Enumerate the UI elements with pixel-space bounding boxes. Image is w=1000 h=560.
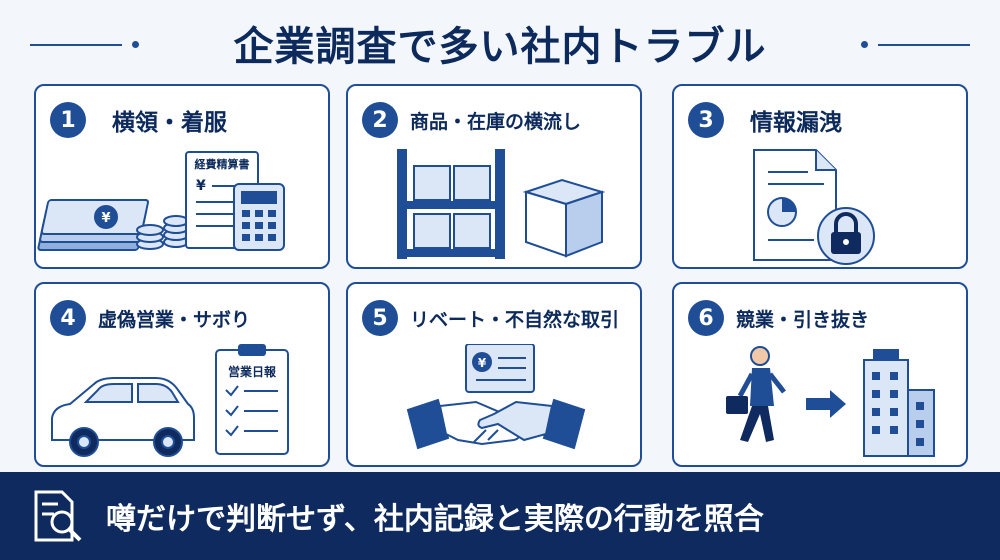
card-number-badge: 3 (688, 102, 724, 138)
car-report-illustration: 営業日報 (51, 344, 289, 457)
card-title: 虚偽営業・サボり (98, 308, 251, 331)
svg-text:¥: ¥ (196, 178, 206, 194)
title-rule-right (878, 44, 970, 46)
card-number-badge: 4 (50, 300, 86, 336)
cardboard-box-icon (522, 178, 606, 258)
title-dot-right (861, 41, 868, 48)
arrow-right-icon (806, 390, 846, 418)
card-header: 4 虚偽営業・サボり (50, 298, 250, 338)
card-false-sales: 4 虚偽営業・サボり 営業日報 (34, 282, 330, 467)
document-icon (753, 149, 837, 261)
title-rule-left (30, 44, 122, 46)
warehouse-illustration (397, 149, 606, 259)
card-number-badge: 2 (362, 102, 398, 138)
banner-message: 噂だけで判断せず、社内記録と実際の行動を照合 (106, 502, 764, 537)
calculator-icon (233, 183, 285, 251)
handshake-illustration: ¥ (406, 344, 586, 450)
card-title: 競業・引き抜き (736, 308, 870, 331)
card-header: 2 商品・在庫の横流し (362, 100, 581, 140)
money-expense-illustration: ¥ 経費精算書 ¥ (37, 151, 285, 251)
svg-text:経費精算書: 経費精算書 (195, 157, 250, 171)
card-title: 情報漏洩 (750, 110, 842, 136)
coin-stack-icon (136, 215, 189, 250)
bottom-banner: 噂だけで判断せず、社内記録と実際の行動を照合 (0, 472, 1000, 560)
card-rebate: 5 リベート・不自然な取引 ¥ (346, 282, 642, 467)
office-building-icon (863, 349, 935, 457)
card-title: 商品・在庫の横流し (410, 110, 582, 133)
document-lock-illustration (753, 149, 875, 265)
page-title: 企業調査で多い社内トラブル (233, 24, 767, 70)
handshake-icon (406, 398, 586, 450)
card-inventory-diversion: 2 商品・在庫の横流し (346, 84, 642, 269)
card-embezzlement: 1 横領・着服 ¥ 経費精算書 ¥ (34, 84, 330, 269)
card-title: リベート・不自然な取引 (410, 308, 620, 331)
walking-businessman-icon (726, 346, 786, 442)
svg-text:営業日報: 営業日報 (228, 364, 277, 379)
svg-text:¥: ¥ (101, 211, 110, 226)
document-search-icon (34, 490, 82, 542)
title-row: 企業調査で多い社内トラブル (0, 0, 1000, 86)
card-number-badge: 1 (50, 102, 86, 138)
title-dot-left (132, 41, 139, 48)
card-header: 1 横領・着服 (50, 100, 227, 140)
card-title: 横領・着服 (112, 110, 227, 136)
daily-report-clipboard-icon: 営業日報 (215, 344, 289, 455)
card-info-leak: 3 情報漏洩 (672, 84, 968, 269)
lock-icon (817, 207, 875, 265)
card-header: 3 情報漏洩 (688, 100, 842, 140)
invoice-icon: ¥ (465, 344, 535, 393)
card-header: 6 競業・引き抜き (688, 298, 869, 338)
svg-text:¥: ¥ (478, 356, 487, 370)
car-icon (51, 377, 195, 457)
card-poaching: 6 競業・引き抜き (672, 282, 968, 467)
employee-leaving-illustration (726, 346, 935, 457)
banknote-stack-icon: ¥ (37, 199, 149, 251)
warehouse-shelf-icon (397, 149, 505, 259)
card-number-badge: 5 (362, 300, 398, 336)
card-number-badge: 6 (688, 300, 724, 336)
card-header: 5 リベート・不自然な取引 (362, 298, 619, 338)
